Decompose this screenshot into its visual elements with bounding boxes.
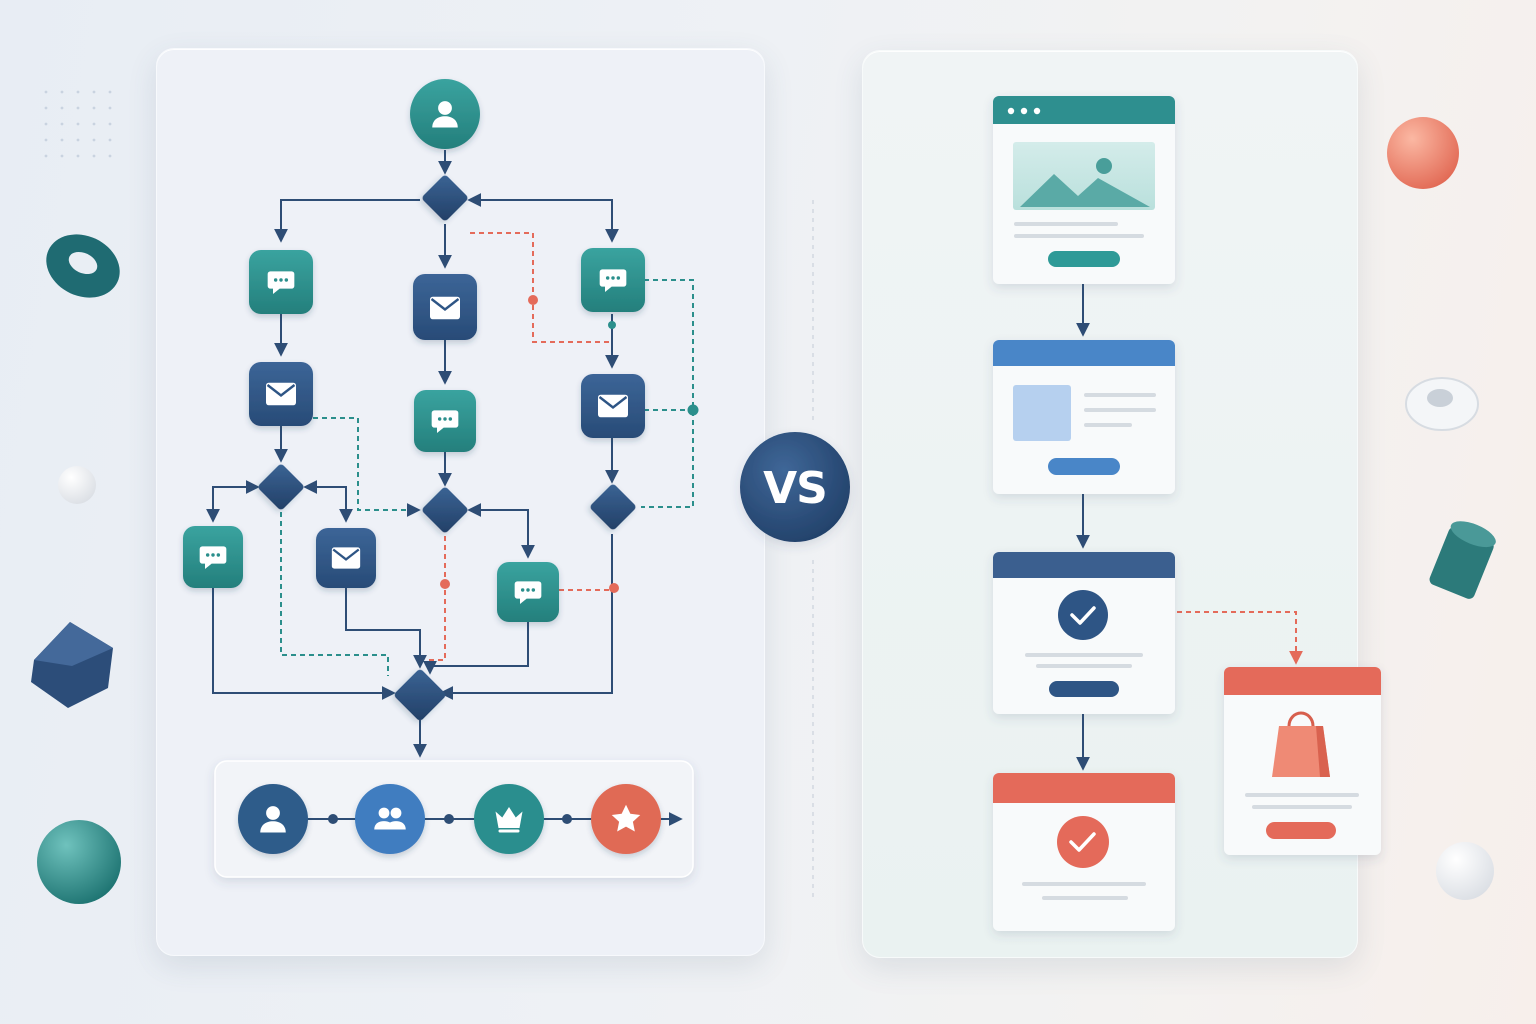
decision-node bbox=[422, 175, 468, 221]
shop-page-card bbox=[1224, 667, 1381, 855]
sphere-icon bbox=[58, 466, 96, 504]
email-node bbox=[413, 274, 477, 340]
success-page-card bbox=[993, 773, 1175, 931]
envelope-icon bbox=[596, 393, 630, 419]
sphere-icon bbox=[37, 820, 121, 904]
dot-grid-pattern bbox=[44, 90, 112, 158]
confirmation-page-card bbox=[993, 552, 1175, 714]
check-icon bbox=[1058, 590, 1108, 640]
check-icon bbox=[1057, 816, 1109, 868]
torus-icon bbox=[46, 234, 120, 298]
email-node bbox=[581, 374, 645, 438]
shopping-bag-icon bbox=[1272, 711, 1330, 777]
message-node bbox=[183, 526, 243, 588]
email-node bbox=[316, 528, 376, 588]
decision-node bbox=[258, 464, 304, 510]
envelope-icon bbox=[330, 546, 362, 570]
message-node bbox=[581, 248, 645, 312]
email-node bbox=[249, 362, 313, 426]
decorations bbox=[31, 90, 1496, 904]
content-page-card bbox=[993, 340, 1175, 494]
progress-step bbox=[591, 784, 661, 854]
merge-decision-node bbox=[394, 669, 446, 721]
envelope-icon bbox=[264, 381, 298, 407]
progress-step bbox=[474, 784, 544, 854]
left-flow-connectors bbox=[206, 150, 699, 758]
message-node bbox=[414, 390, 476, 452]
message-node bbox=[249, 250, 313, 314]
progress-step bbox=[238, 784, 308, 854]
landing-page-card bbox=[993, 96, 1175, 284]
message-node bbox=[497, 562, 559, 622]
progress-step bbox=[355, 784, 425, 854]
decision-node bbox=[422, 487, 468, 533]
cylinder-icon bbox=[1429, 521, 1496, 599]
image-icon bbox=[1013, 142, 1155, 210]
sphere-icon bbox=[1387, 117, 1459, 189]
right-funnel bbox=[993, 96, 1381, 931]
vs-badge: VS bbox=[740, 200, 850, 900]
decision-node bbox=[590, 484, 636, 530]
start-node bbox=[410, 79, 480, 149]
progression-bar bbox=[214, 760, 694, 878]
vs-label: VS bbox=[763, 463, 827, 514]
sphere-icon bbox=[1436, 842, 1494, 900]
image-placeholder-icon bbox=[1013, 385, 1071, 441]
ring-icon bbox=[1405, 377, 1479, 431]
cube-icon bbox=[31, 622, 113, 708]
envelope-icon bbox=[428, 295, 462, 321]
left-flow-nodes bbox=[183, 79, 645, 721]
